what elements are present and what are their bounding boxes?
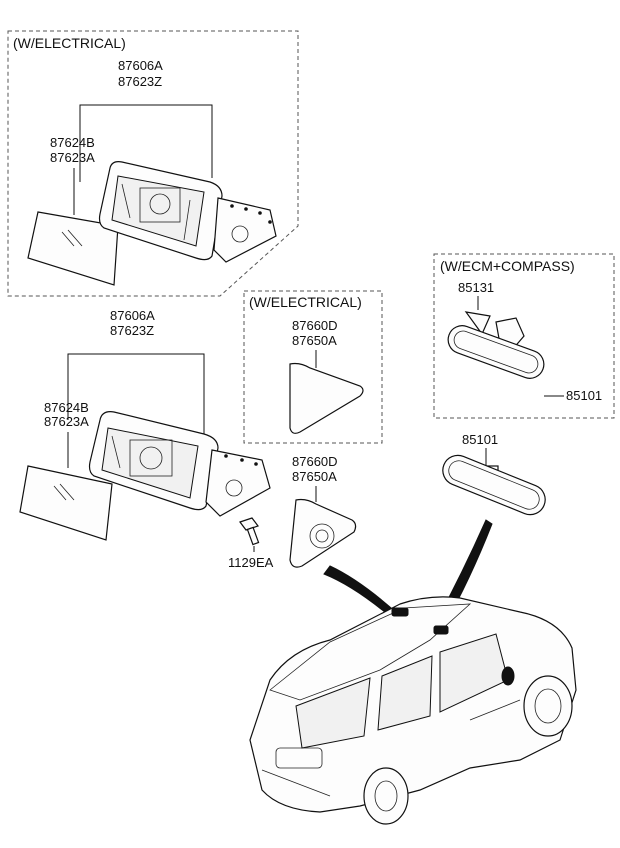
part-number-87623a-top: 87623A: [50, 150, 95, 165]
part-number-85131: 85131: [458, 280, 494, 295]
section-border-mid-center: [243, 290, 383, 444]
mirror-cover-boxed: [289, 362, 364, 434]
vehicle-rear-window: [295, 677, 371, 749]
part-number-87650a-boxed: 87650A: [292, 333, 337, 348]
part-number-87606a-mid: 87606A: [110, 308, 155, 323]
mirror-mount-bracket-mid: [205, 449, 271, 517]
vehicle-roof: [269, 603, 472, 701]
mount-cover-85131: [464, 311, 491, 336]
ecm-mirror-85101: [447, 325, 545, 379]
section-header-electrical-top: (W/ELECTRICAL): [13, 35, 126, 51]
vehicle-front-wheel: [523, 675, 573, 737]
vehicle-rear-wheel: [363, 767, 409, 825]
section-border-top-left: [7, 30, 299, 297]
inside-mirror-85101: [442, 454, 546, 516]
mirror-cover-lower: 87660D 87650A: [289, 454, 357, 568]
section-header-electrical-mid: (W/ELECTRICAL): [249, 294, 362, 310]
part-number-87623z-mid: 87623Z: [110, 323, 154, 338]
bolt-1129ea: [239, 517, 260, 546]
electrical-mirror-section-top: (W/ELECTRICAL) 87606A 87623Z 87624B 8762…: [7, 30, 299, 297]
part-number-87660d-boxed: 87660D: [292, 318, 338, 333]
part-number-87623a-mid: 87623A: [44, 414, 89, 429]
mirror-assembly-mid: 87606A 87623Z 87624B 87623A 1129EA: [19, 308, 274, 570]
part-number-87624b-mid: 87624B: [44, 400, 89, 415]
part-number-85101-boxed: 85101: [566, 388, 602, 403]
mirror-glass-top: [27, 211, 119, 286]
vehicle-side-mirror: [501, 666, 515, 686]
mirror-cover-lower-part: [289, 498, 357, 568]
section-header-ecm-compass: (W/ECM+COMPASS): [440, 258, 575, 274]
part-number-87650a-lower: 87650A: [292, 469, 337, 484]
leader-line-mid-assembly: [67, 353, 205, 436]
part-number-87624b-top: 87624B: [50, 135, 95, 150]
leader-line-top-assembly: [79, 104, 213, 182]
vehicle-mirror-location-1: [391, 607, 409, 617]
electrical-cover-section: (W/ELECTRICAL) 87660D 87650A: [243, 290, 383, 444]
vehicle-mirror-location-2: [433, 625, 449, 635]
mirror-glass-mid: [19, 465, 113, 541]
part-number-87660d-lower: 87660D: [292, 454, 338, 469]
section-border-right: [433, 253, 615, 419]
part-number-85101-lower: 85101: [462, 432, 498, 447]
ecm-compass-section: (W/ECM+COMPASS) 85131 85101: [433, 253, 615, 419]
part-number-87623z-top: 87623Z: [118, 74, 162, 89]
vehicle-side-window-rear: [377, 655, 433, 731]
vehicle-illustration: [249, 596, 577, 825]
vehicle-license-plate-area: [275, 747, 323, 769]
part-number-87606a-top: 87606A: [118, 58, 163, 73]
inside-mirror-lower: 85101: [442, 432, 546, 516]
part-number-1129ea: 1129EA: [228, 555, 274, 570]
